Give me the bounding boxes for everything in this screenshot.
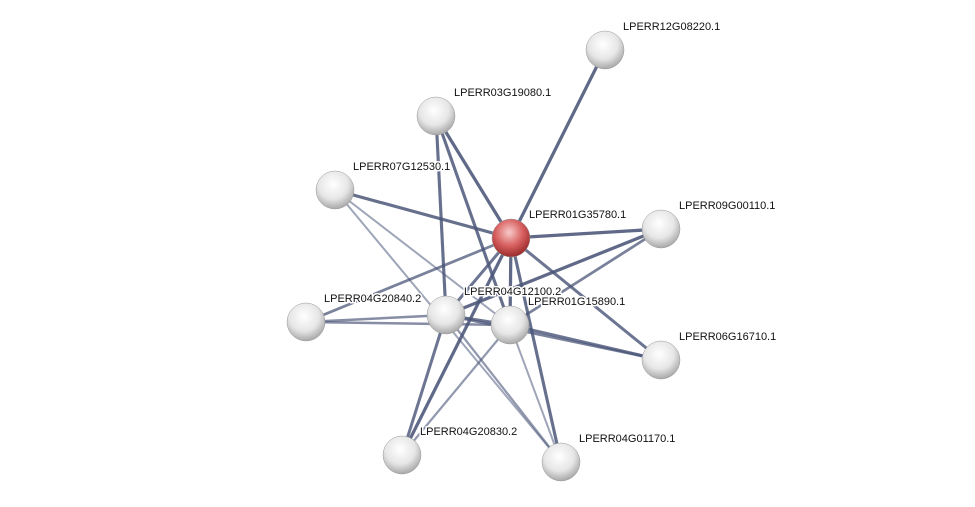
edge[interactable] (509, 49, 607, 239)
node-sphere[interactable] (490, 305, 530, 345)
edge[interactable] (509, 323, 662, 362)
edge[interactable] (509, 227, 662, 327)
node[interactable]: LPERR03G19080.1 (416, 86, 553, 136)
node[interactable]: LPERR12G08220.1 (585, 20, 722, 70)
node-label: LPERR03G19080.1 (454, 87, 551, 99)
node[interactable]: LPERR06G16710.1 (641, 330, 778, 380)
edge[interactable] (334, 188, 512, 240)
node-label: LPERR04G01170.1 (579, 433, 675, 445)
node-sphere[interactable] (315, 170, 355, 210)
edge[interactable] (305, 320, 511, 327)
node-label: LPERR06G16710.1 (679, 331, 776, 343)
node-sphere[interactable] (641, 340, 681, 380)
edge[interactable] (434, 115, 513, 239)
edge[interactable] (509, 324, 562, 463)
query-node-sphere[interactable] (491, 218, 531, 258)
edge[interactable] (401, 324, 511, 456)
edge[interactable] (400, 237, 513, 456)
edge[interactable] (510, 227, 662, 240)
node-sphere[interactable] (641, 209, 681, 249)
edge[interactable] (445, 227, 662, 317)
node[interactable]: LPERR04G01170.1 (541, 432, 677, 482)
node[interactable]: LPERR09G00110.1 (641, 199, 777, 249)
node[interactable]: LPERR01G15890.1 (490, 295, 627, 345)
node-label: LPERR09G00110.1 (679, 200, 775, 212)
node-label: LPERR04G20840.2 (324, 293, 421, 305)
node[interactable]: LPERR04G20840.2 (286, 292, 423, 342)
node-label: LPERR01G15890.1 (528, 296, 625, 308)
node-sphere[interactable] (426, 295, 466, 335)
node[interactable]: LPERR04G12100.2 (426, 285, 563, 335)
edge[interactable] (434, 115, 448, 316)
node-label: LPERR01G35780.1 (529, 209, 626, 221)
node-sphere[interactable] (585, 30, 625, 70)
node-sphere[interactable] (286, 302, 326, 342)
node[interactable]: LPERR07G12530.1 (315, 160, 452, 210)
node-sphere[interactable] (541, 442, 581, 482)
node-sphere[interactable] (416, 96, 456, 136)
node-label: LPERR04G20830.2 (420, 426, 517, 438)
edge[interactable] (400, 314, 448, 456)
edge[interactable] (445, 314, 562, 463)
edge[interactable] (510, 236, 662, 362)
node-label: LPERR04G12100.2 (464, 286, 561, 298)
node[interactable]: LPERR04G20830.2 (382, 425, 519, 475)
node-label: LPERR12G08220.1 (623, 21, 720, 33)
node-sphere[interactable] (382, 435, 422, 475)
edge[interactable] (305, 313, 447, 324)
edge[interactable] (509, 237, 563, 463)
edge[interactable] (434, 115, 512, 326)
node[interactable]: LPERR01G35780.1 (491, 208, 628, 258)
node-label: LPERR07G12530.1 (353, 161, 450, 173)
